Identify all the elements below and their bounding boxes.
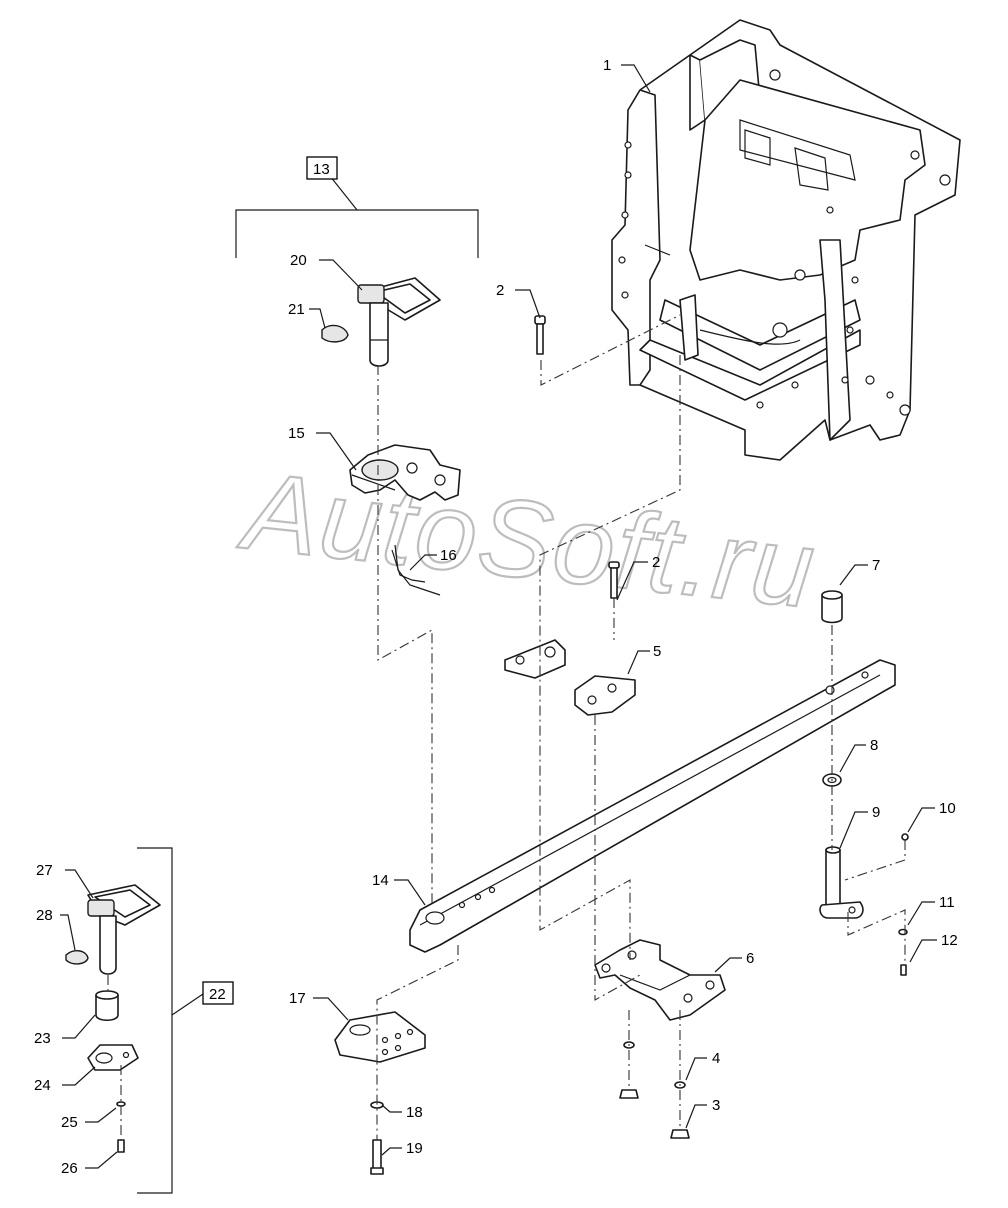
callout-18: 18 — [406, 1104, 423, 1121]
part-1-frame — [611, 19, 961, 461]
part-27-hitch-pin — [87, 884, 161, 975]
callout-6: 6 — [746, 950, 754, 967]
part-4-washer — [623, 1041, 686, 1089]
part-2-bolt-upper — [534, 315, 546, 355]
part-11-washer — [898, 928, 908, 936]
callout-26: 26 — [61, 1160, 78, 1177]
part-21-clip — [321, 324, 349, 343]
part-23-bushing — [95, 990, 119, 1022]
part-19-bolt — [370, 1139, 384, 1175]
callout-7: 7 — [872, 557, 880, 574]
callout-10: 10 — [939, 800, 956, 817]
callout-9: 9 — [872, 804, 880, 821]
callout-20: 20 — [290, 252, 307, 269]
callout-labels: 1 2 2 3 4 5 6 7 8 9 10 11 12 14 15 16 17… — [34, 57, 958, 1177]
assembly-13-number: 13 — [313, 161, 330, 178]
assembly-13-bracket — [235, 175, 479, 258]
callout-leaders — [60, 64, 937, 1169]
callout-14: 14 — [372, 872, 389, 889]
part-24-plate — [87, 1044, 139, 1071]
part-2-bolt-lower — [608, 561, 620, 599]
callout-19: 19 — [406, 1140, 423, 1157]
callout-27: 27 — [36, 862, 53, 879]
callout-2-lower: 2 — [652, 554, 660, 571]
part-2-plate — [504, 639, 566, 679]
callout-25: 25 — [61, 1114, 78, 1131]
part-7-bushing — [821, 590, 843, 624]
callout-3: 3 — [712, 1097, 720, 1114]
assembly-centerlines — [107, 314, 906, 1140]
callout-1: 1 — [603, 57, 611, 74]
part-26-bolt — [117, 1139, 125, 1153]
part-3-nut — [619, 1089, 690, 1139]
part-17-plate — [334, 1011, 426, 1063]
part-28-clip — [65, 950, 89, 965]
callout-5: 5 — [653, 643, 661, 660]
part-16-spring — [391, 544, 441, 596]
callout-11: 11 — [939, 894, 955, 911]
part-9-pin — [819, 846, 864, 919]
assembly-13-label: 13 — [306, 156, 338, 180]
part-10-grease-nipple — [901, 833, 909, 841]
callout-28: 28 — [36, 907, 53, 924]
part-15-hitch-jaw — [349, 444, 461, 501]
callout-23: 23 — [34, 1030, 51, 1047]
callout-4: 4 — [712, 1050, 720, 1067]
part-12-bolt — [900, 964, 907, 976]
watermark-text: AutoSoft.ru — [234, 449, 822, 632]
callout-21: 21 — [288, 301, 305, 318]
part-5-plate — [574, 675, 636, 716]
callout-17: 17 — [289, 990, 306, 1007]
callout-12: 12 — [941, 932, 958, 949]
callout-8: 8 — [870, 737, 878, 754]
assembly-22-label: 22 — [202, 981, 234, 1005]
callout-16: 16 — [440, 547, 457, 564]
assembly-22-number: 22 — [209, 986, 226, 1003]
callout-24: 24 — [34, 1077, 51, 1094]
callout-15: 15 — [288, 425, 305, 442]
assembly-22-bracket — [137, 847, 204, 1194]
part-20-hitch-pin — [357, 277, 441, 367]
callout-2-upper: 2 — [496, 282, 504, 299]
part-6-bracket — [594, 939, 726, 1021]
